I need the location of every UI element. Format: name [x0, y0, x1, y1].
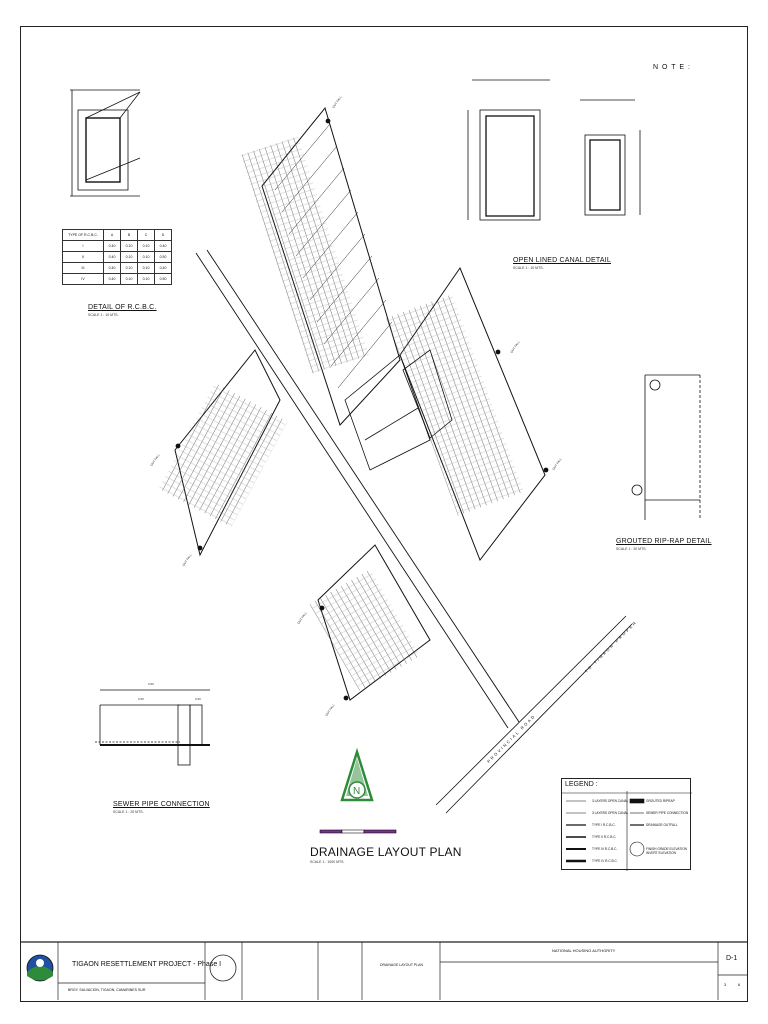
riprap-detail-drawing	[631, 374, 701, 520]
riprap-detail-scale: SCALE 1 : 20 MTS.	[616, 547, 647, 551]
legend-item: TYPE II R.C.B.C.	[592, 835, 617, 839]
rcbc-detail-scale: SCALE 1 : 10 MTS.	[88, 313, 119, 317]
legend-box: LEGEND : 3 LAYERS OPEN CANAL 3 LAYERS OP…	[561, 778, 692, 871]
sewer-detail-title: SEWER PIPE CONNECTION	[113, 801, 210, 808]
table-cell: 0.10	[120, 251, 138, 263]
sheet-content: DRAINAGE LAYOUT PLAN	[380, 963, 424, 967]
legend-item: TYPE III R.C.B.C.	[592, 847, 618, 851]
legend-item: DRAINAGE OUTFALL	[646, 823, 678, 827]
table-cell: IV	[62, 273, 104, 285]
legend-item: TYPE IV R.C.B.C.	[592, 859, 618, 863]
table-cell: 0.10	[137, 240, 155, 252]
table-row: III 0.40 0.10 0.10 0.40	[62, 262, 172, 274]
table-cell: 0.10	[137, 251, 155, 263]
rcbc-detail-title: DETAIL OF R.C.B.C.	[88, 304, 157, 311]
table-cell: 0.40	[103, 251, 121, 263]
table-cell: 0.10	[137, 273, 155, 285]
legend-item: GROUTED RIPRAP	[646, 799, 675, 803]
table-row: I 0.40 0.10 0.10 0.40	[62, 240, 172, 252]
table-cell: 0.10	[120, 240, 138, 252]
layout-plan	[158, 106, 633, 814]
table-cell: 0.40	[103, 262, 121, 274]
rcbc-type-table: TYPE OF R.C.B.C. A B C D I 0.40 0.10 0.1…	[62, 229, 172, 285]
plan-scale-bar	[319, 829, 397, 834]
table-row: IV 0.40 0.10 0.10 0.50	[62, 273, 172, 285]
sheet-total: 6	[738, 982, 741, 987]
legend-item: SEWER PIPE CONNECTION	[646, 811, 689, 815]
table-cell: 0.10	[137, 262, 155, 274]
titleblock-grid	[20, 941, 748, 1000]
open-canal-detail-scale: SCALE 1 : 10 MTS.	[513, 266, 544, 270]
legend-item: 3 LAYERS OPEN CANAL	[592, 811, 629, 815]
table-cell: III	[62, 262, 104, 274]
table-cell: 0.40	[103, 240, 121, 252]
table-cell: 0.40	[154, 240, 172, 252]
table-cell: 0.40	[154, 262, 172, 274]
table-cell: 0.10	[120, 273, 138, 285]
table-header-cell: D	[154, 229, 172, 241]
sheet-index: 3	[724, 982, 727, 987]
plan-title: DRAINAGE LAYOUT PLAN	[310, 845, 462, 859]
table-header-row: TYPE OF R.C.B.C. A B C D	[62, 229, 172, 241]
table-header-cell: B	[120, 229, 138, 241]
table-cell: II	[62, 251, 104, 263]
plan-scale: SCALE 1 : 1000 MTS.	[310, 860, 345, 864]
table-cell: 0.50	[154, 273, 172, 285]
legend-item: 3 LAYERS OPEN CANAL	[592, 799, 629, 803]
table-cell: 0.50	[154, 251, 172, 263]
sewer-dimension: 0.50	[195, 697, 201, 701]
agency-name: NATIONAL HOUSING AUTHORITY	[552, 948, 616, 953]
table-header-cell: A	[103, 229, 121, 241]
sewer-dimension: 0.50	[138, 697, 144, 701]
legend-title: LEGEND :	[565, 781, 598, 788]
table-cell: I	[62, 240, 104, 252]
north-arrow-icon: N	[340, 747, 374, 802]
open-canal-detail-drawing	[467, 79, 641, 221]
riprap-detail-title: GROUTED RIP-RAP DETAIL	[616, 538, 712, 545]
table-header-cell: C	[137, 229, 155, 241]
project-title: TIGAON RESETTLEMENT PROJECT - Phase I	[72, 961, 222, 968]
rcbc-detail-drawing	[70, 89, 141, 197]
legend-item: TYPE I R.C.B.C.	[592, 823, 616, 827]
sewer-detail-scale: SCALE 1 : 20 MTS.	[113, 810, 144, 814]
table-row: II 0.40 0.10 0.10 0.50	[62, 251, 172, 263]
table-cell: 0.40	[103, 273, 121, 285]
svg-text:N: N	[353, 786, 360, 797]
note-heading: N O T E :	[653, 64, 691, 71]
sheet-number: D-1	[726, 955, 738, 962]
table-cell: 0.10	[120, 262, 138, 274]
legend-item: FINISH GRADE ELEVATION INVERT ELEVATION	[646, 847, 687, 855]
nha-logo-icon	[26, 954, 54, 982]
project-location: BRGY. SALVACION, TIGAON, CAMARINES SUR	[68, 988, 146, 992]
table-header-cell: TYPE OF R.C.B.C.	[62, 229, 104, 241]
drawing-sheet-border	[20, 26, 748, 1002]
sewer-dimension: 0.60	[148, 682, 154, 686]
legend-symbols	[562, 791, 692, 871]
open-canal-detail-title: OPEN LINED CANAL DETAIL	[513, 257, 611, 264]
sewer-detail-drawing	[95, 689, 210, 766]
